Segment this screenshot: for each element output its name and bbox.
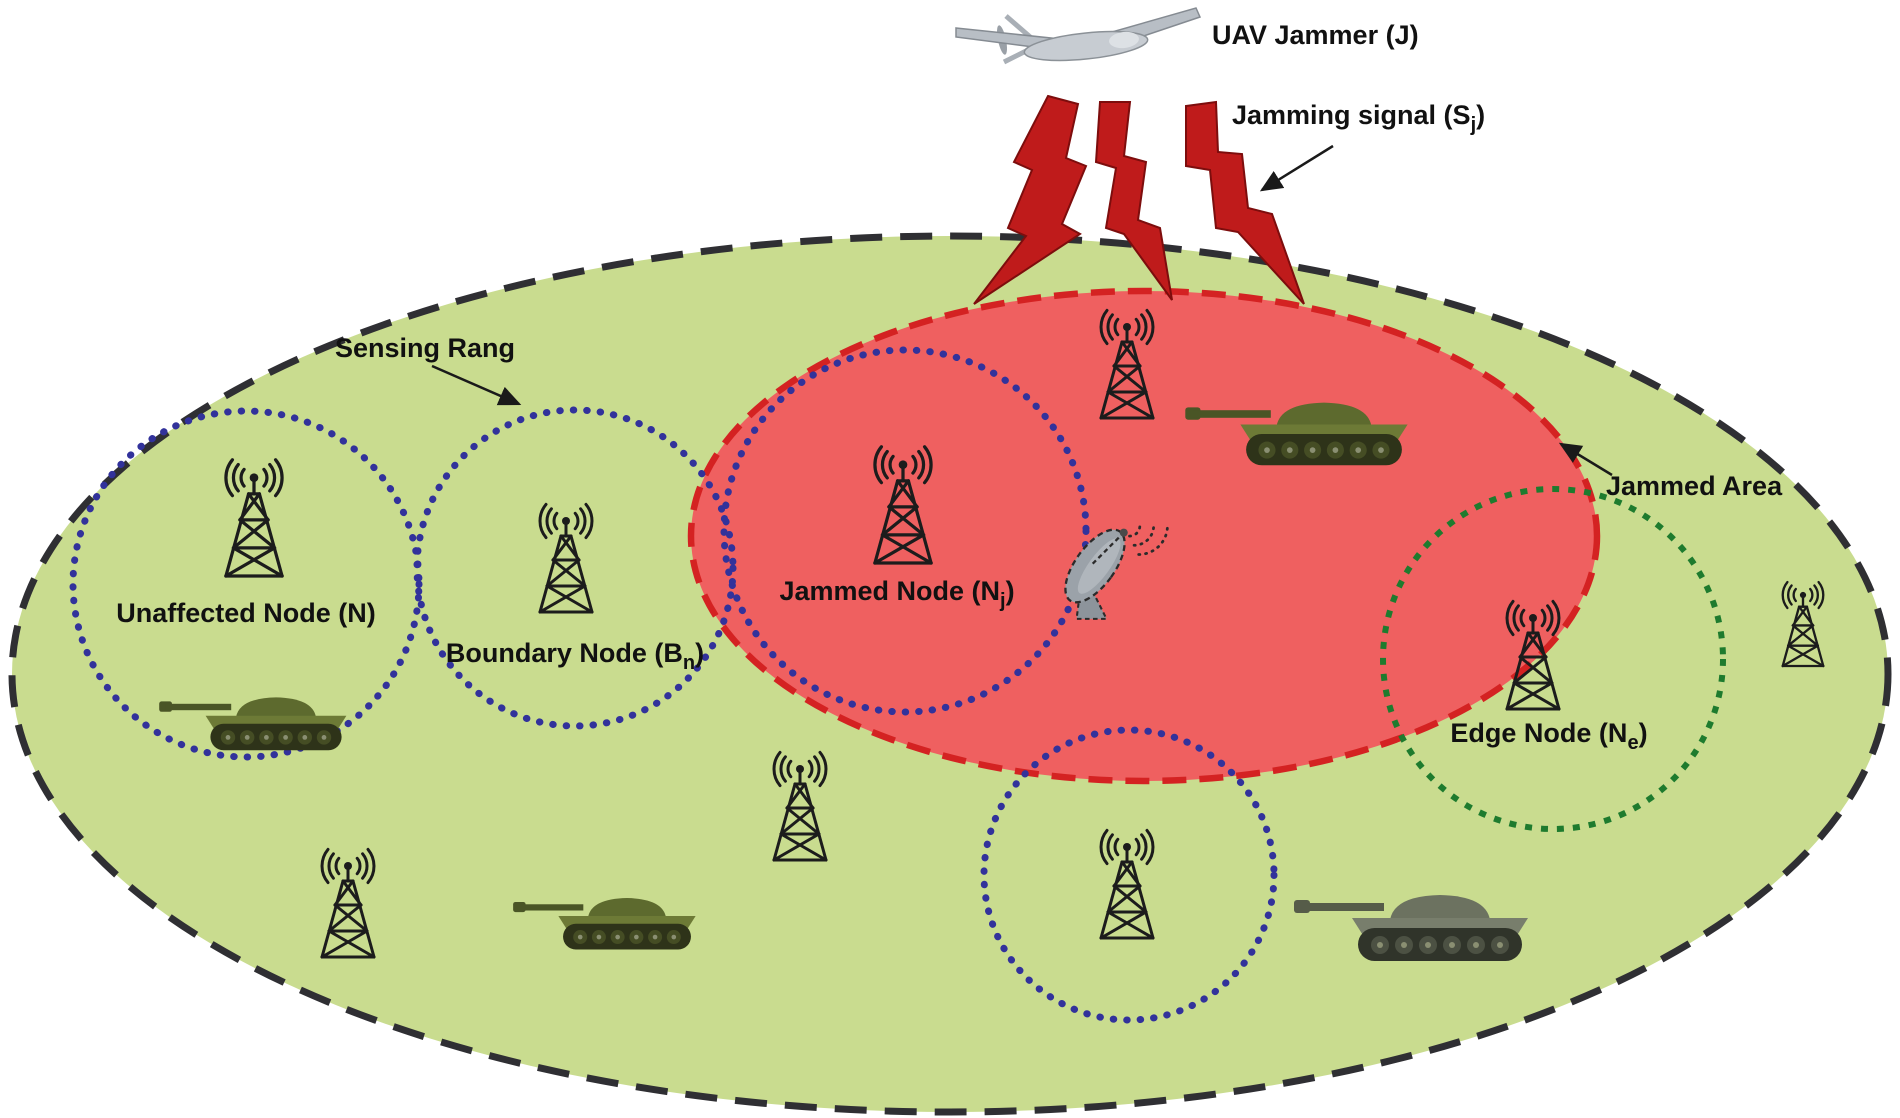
lightning-bolt-icon bbox=[973, 94, 1088, 305]
sensing-ring-jammed bbox=[720, 346, 1090, 716]
boundary-node-label: Boundary Node (Bn) bbox=[446, 638, 704, 674]
uav-jammer-label: UAV Jammer (J) bbox=[1212, 20, 1419, 50]
jammed-area-arrow-icon bbox=[1558, 442, 1613, 477]
jammed-node-label: Jammed Node (Nj) bbox=[779, 576, 1014, 612]
jamming-signal-label: Jamming signal (Sj) bbox=[1232, 100, 1485, 136]
lightning-bolt-icon bbox=[1185, 100, 1305, 305]
jammed-area-ellipse bbox=[687, 287, 1601, 785]
sensing-ring-bottom bbox=[980, 726, 1278, 1024]
lightning-bolt-icon bbox=[1094, 101, 1173, 301]
sensing-range-arrow-icon bbox=[431, 364, 522, 406]
edge-node-label: Edge Node (Ne) bbox=[1450, 718, 1647, 754]
jamming-signal-arrow-icon bbox=[1259, 144, 1334, 192]
sensing-ring-boundary bbox=[413, 406, 737, 730]
uav-drone-icon bbox=[955, 7, 1202, 65]
unaffected-node-label: Unaffected Node (N) bbox=[116, 598, 376, 628]
jammed-area-label: Jammed Area bbox=[1606, 471, 1783, 501]
sensing-ring-unaffected bbox=[69, 407, 423, 761]
sensing-range-label: Sensing Rang bbox=[335, 333, 515, 363]
satellite-dish-icon bbox=[1064, 524, 1169, 620]
sensing-ring-edge bbox=[1380, 486, 1726, 832]
